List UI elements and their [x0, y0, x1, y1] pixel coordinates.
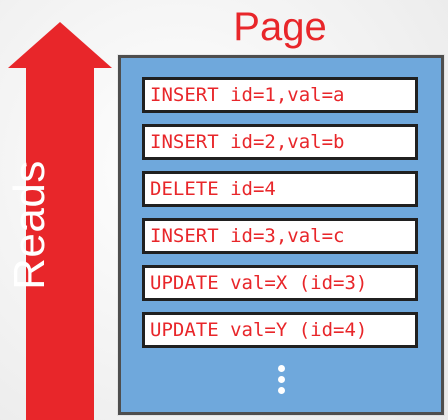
arrow-head [8, 22, 112, 68]
ellipsis-dot [277, 387, 285, 394]
reads-arrow-icon [8, 22, 112, 420]
log-record-4: INSERT id=3,val=c [142, 218, 418, 254]
log-record-2: INSERT id=2,val=b [142, 124, 418, 160]
log-record-3: DELETE id=4 [142, 171, 418, 207]
reads-label: Reads [5, 160, 54, 290]
ellipsis-dot [277, 376, 285, 383]
ellipsis-dot [277, 365, 285, 372]
page-box: INSERT id=1,val=a INSERT id=2,val=b DELE… [118, 55, 444, 415]
log-record-1: INSERT id=1,val=a [142, 77, 418, 113]
page-title: Page [233, 5, 327, 49]
log-record-6: UPDATE val=Y (id=4) [142, 312, 418, 348]
log-record-5: UPDATE val=X (id=3) [142, 265, 418, 301]
vertical-ellipsis-icon [121, 365, 441, 398]
arrow-shaft [26, 66, 94, 420]
